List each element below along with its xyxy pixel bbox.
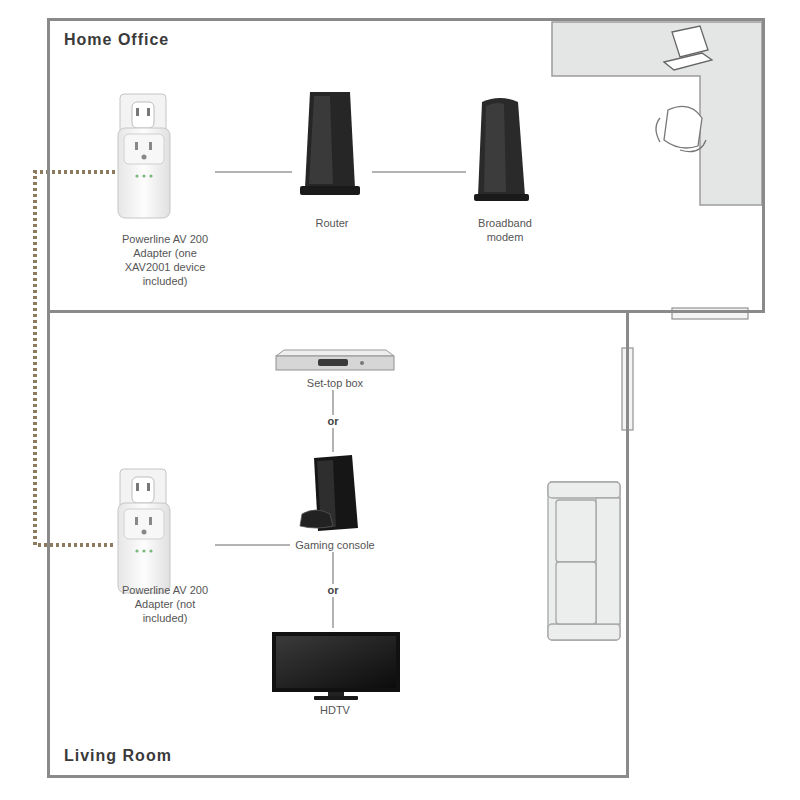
device-label: Powerline AV 200 Adapter (one XAV2001 de… (115, 232, 215, 288)
desk (552, 22, 762, 205)
cable-line (372, 171, 466, 173)
device-label: Set-top box (270, 376, 400, 390)
set-top-box-illustration (276, 350, 394, 370)
device-label: Router (292, 216, 372, 230)
device-label: Powerline AV 200 Adapter (not included) (115, 583, 215, 625)
device-node: Router (292, 88, 372, 230)
adapter-illustration (118, 469, 170, 593)
chair (656, 106, 706, 151)
room-outline: Living Room Powerline AV 200 Adapter (not… (47, 310, 629, 778)
laptop (664, 26, 712, 70)
edge-label: or (325, 415, 342, 428)
sofa (548, 482, 620, 640)
edge-label: or (325, 584, 342, 597)
cable-line (215, 544, 290, 546)
hdtv-illustration (272, 632, 400, 700)
device-label: Broadband modem (466, 216, 544, 244)
device-node: Powerline AV 200 Adapter (one XAV2001 de… (115, 92, 215, 288)
room-outline: Home OfficePowerline AV 200 Adapter (one… (47, 18, 765, 313)
room-title: Home Office (64, 31, 748, 49)
device-label: Gaming console (290, 538, 380, 552)
router-illustration (300, 92, 360, 195)
device-node: HDTV (262, 628, 408, 717)
modem-illustration (474, 98, 529, 201)
adapter-illustration (118, 94, 170, 218)
window (672, 308, 748, 319)
device-node: Gaming console (290, 452, 380, 552)
device-label: HDTV (262, 703, 408, 717)
device-node: Broadband modem (466, 88, 544, 244)
cable-line (215, 171, 292, 173)
room-title: Living Room (64, 747, 612, 765)
device-node: Powerline AV 200 Adapter (not included) (115, 465, 215, 625)
device-node: Set-top box (270, 345, 400, 390)
gaming-console-illustration (300, 455, 358, 531)
